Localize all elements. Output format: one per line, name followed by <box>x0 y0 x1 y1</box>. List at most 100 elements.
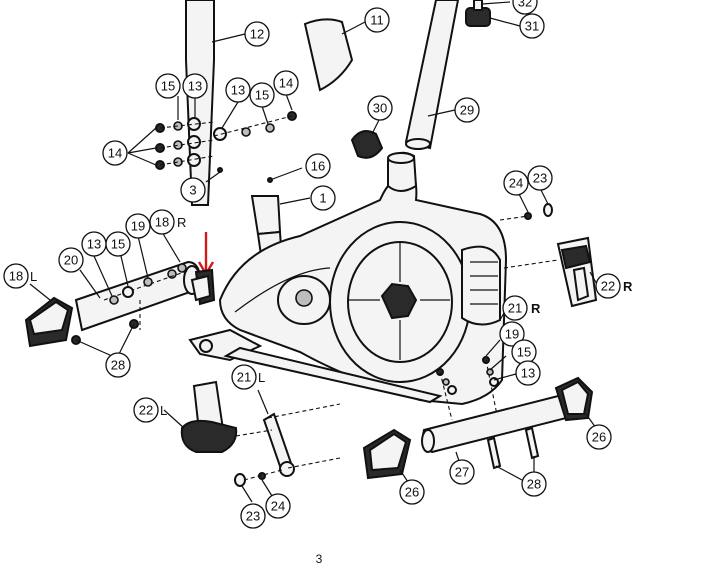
callout-16: 16 <box>305 153 331 179</box>
callout-28-rear: 28 <box>521 471 547 497</box>
rear-end-cap-left <box>362 428 412 483</box>
callout-14-left: 14 <box>102 140 128 166</box>
callout-15-front: 15 <box>105 231 131 257</box>
callout-1: 1 <box>310 185 336 211</box>
callout-15-upper-left: 15 <box>155 73 181 99</box>
svg-text:15: 15 <box>111 237 125 252</box>
cover-part <box>303 18 366 92</box>
svg-text:1: 1 <box>319 191 326 206</box>
callout-3: 3 <box>180 177 206 203</box>
svg-text:18: 18 <box>9 269 23 284</box>
callout-11: 11 <box>364 7 390 33</box>
side-label-22-left: L <box>160 403 167 418</box>
callout-24-left: 24 <box>265 493 291 519</box>
callout-13-upper-mid: 13 <box>225 77 251 103</box>
seat-post <box>404 0 460 150</box>
svg-text:18: 18 <box>155 215 169 230</box>
svg-text:14: 14 <box>108 146 122 161</box>
rear-bolts <box>486 426 540 481</box>
rear-end-cap-right <box>554 376 597 429</box>
callout-31: 31 <box>519 13 545 39</box>
svg-text:22: 22 <box>139 403 153 418</box>
callout-28-front: 28 <box>105 352 131 378</box>
callout-23-right: 23 <box>527 165 553 191</box>
callout-15-right: 15 <box>511 339 537 365</box>
callout-19-right: 19 <box>499 321 525 347</box>
callout-24-right: 24 <box>503 170 529 196</box>
svg-text:29: 29 <box>460 103 474 118</box>
side-label-22-right: R <box>623 279 633 294</box>
svg-text:26: 26 <box>405 485 419 500</box>
page-number: 3 <box>316 552 323 566</box>
svg-text:23: 23 <box>246 509 260 524</box>
callout-30: 30 <box>367 95 393 121</box>
front-end-cap-right <box>190 268 216 306</box>
front-stabilizer <box>71 231 202 357</box>
svg-text:19: 19 <box>131 219 145 234</box>
svg-text:15: 15 <box>161 79 175 94</box>
svg-text:13: 13 <box>231 83 245 98</box>
svg-text:3: 3 <box>189 183 196 198</box>
red-indicator-arrow <box>197 232 215 277</box>
hardware-left-lower <box>234 469 283 503</box>
callout-23-left: 23 <box>240 503 266 529</box>
svg-text:24: 24 <box>271 499 285 514</box>
svg-text:13: 13 <box>521 366 535 381</box>
callout-13-right: 13 <box>515 360 541 386</box>
side-label-18-right: R <box>177 215 186 230</box>
pedal-left <box>163 380 273 453</box>
svg-text:31: 31 <box>525 19 539 34</box>
adjustment-knob-top <box>465 0 521 27</box>
svg-text:11: 11 <box>370 13 384 28</box>
svg-text:19: 19 <box>505 327 519 342</box>
callout-22-right: 22 <box>595 273 621 299</box>
svg-text:15: 15 <box>255 88 269 103</box>
hardware-right-top <box>499 187 553 221</box>
callout-14-upper-right: 14 <box>273 70 299 96</box>
callout-32: 32 <box>512 0 538 15</box>
svg-text:15: 15 <box>517 345 531 360</box>
frame-base <box>188 328 443 404</box>
svg-text:12: 12 <box>250 27 264 42</box>
side-label-21-left: L <box>258 370 265 385</box>
callout-13-upper-left: 13 <box>182 73 208 99</box>
tension-knob <box>350 117 384 159</box>
svg-text:14: 14 <box>279 76 293 91</box>
callout-18-left-front: 18 <box>3 263 29 289</box>
svg-text:13: 13 <box>87 237 101 252</box>
callout-18-right-front: 18 <box>149 209 175 235</box>
callout-15-upper-mid: 15 <box>249 82 275 108</box>
front-end-cap-left <box>24 283 74 348</box>
crank-arm-left <box>257 389 341 477</box>
svg-text:32: 32 <box>518 0 532 10</box>
side-label-18-left: L <box>30 269 37 284</box>
svg-text:23: 23 <box>533 171 547 186</box>
callout-26-left: 26 <box>399 479 425 505</box>
svg-text:28: 28 <box>527 477 541 492</box>
callout-26-right: 26 <box>586 424 612 450</box>
main-housing <box>218 151 508 406</box>
callout-21-right: 21 <box>502 295 528 321</box>
svg-text:26: 26 <box>592 430 606 445</box>
svg-text:27: 27 <box>455 465 469 480</box>
callout-19-front: 19 <box>125 213 151 239</box>
callout-27: 27 <box>449 459 475 485</box>
side-label-21-right: R <box>531 301 541 316</box>
svg-text:16: 16 <box>311 159 325 174</box>
svg-text:21: 21 <box>237 370 251 385</box>
upper-hardware <box>127 93 297 183</box>
callout-21-left: 21 <box>231 364 257 390</box>
svg-text:24: 24 <box>509 176 523 191</box>
svg-text:30: 30 <box>373 101 387 116</box>
pedal-right <box>503 236 599 308</box>
svg-text:22: 22 <box>601 279 615 294</box>
callout-20: 20 <box>58 247 84 273</box>
svg-text:13: 13 <box>188 79 202 94</box>
svg-text:21: 21 <box>508 301 522 316</box>
svg-text:28: 28 <box>111 358 125 373</box>
svg-text:20: 20 <box>64 253 78 268</box>
callout-29: 29 <box>454 97 480 123</box>
callout-13-front: 13 <box>81 231 107 257</box>
callout-22-left: 22 <box>133 397 159 423</box>
